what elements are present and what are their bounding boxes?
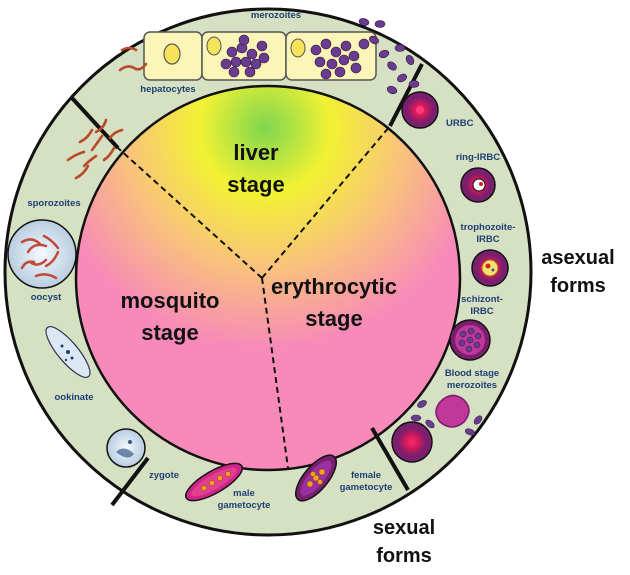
blood-stage-merozoites-label: Blood stage	[445, 368, 499, 379]
ookinate-label: ookinate	[54, 392, 93, 403]
liver-stage-label-2: stage	[227, 172, 284, 197]
hepatocytes-label: hepatocytes	[140, 84, 195, 95]
erythrocytic-stage-label: erythrocytic	[271, 274, 397, 299]
urbc-cell	[401, 91, 439, 129]
trophozoite-irbc-cell	[471, 249, 509, 287]
ring-irbc-label: ring-IRBC	[456, 152, 500, 163]
divider-liver-erythrocytic	[261, 125, 391, 279]
center-circle	[74, 84, 462, 472]
ring-separator-2	[388, 63, 424, 127]
merozoites-label: merozoites	[251, 10, 301, 21]
schizont-irbc-label: schizont-	[461, 294, 503, 305]
blood-stage-merozoites-illustration	[391, 394, 483, 463]
female-gametocyte-label-2: gametocyte	[340, 482, 393, 493]
ring-separator-4	[110, 456, 150, 507]
mosquito-stage-label: mosquito	[121, 288, 220, 313]
zygote-label: zygote	[149, 470, 179, 481]
trophozoite-irbc-label: trophozoite-	[461, 222, 516, 233]
asexual-forms-label-2: forms	[550, 275, 606, 297]
liver-stage-label: liver	[233, 140, 279, 165]
ookinate-cell	[45, 326, 91, 378]
oocyst-cell	[7, 219, 77, 289]
urbc-label: URBC	[446, 118, 474, 129]
female-gametocyte-label: female	[351, 470, 381, 481]
ring-separator-3	[370, 426, 410, 492]
asexual-forms-label: asexual	[541, 247, 614, 269]
blood-stage-merozoites-label-2: merozoites	[447, 380, 497, 391]
oocyst-label: oocyst	[31, 292, 62, 303]
sexual-forms-label: sexual	[373, 517, 435, 539]
male-gametocyte-label: male	[233, 488, 255, 499]
mosquito-stage-label-2: stage	[141, 320, 198, 345]
divider-liver-mosquito	[117, 147, 263, 279]
schizont-irbc-cell	[449, 319, 491, 361]
sporozoites-label: sporozoites	[27, 198, 80, 209]
hepatocytes-illustration	[118, 18, 420, 95]
erythrocytic-stage-label-2: stage	[305, 306, 362, 331]
sporozoites-illustration	[66, 118, 124, 180]
male-gametocyte-label-2: gametocyte	[218, 500, 271, 511]
sexual-forms-label-2: forms	[376, 545, 432, 567]
ring-irbc-cell	[460, 167, 496, 203]
trophozoite-irbc-label-2: IRBC	[476, 234, 499, 245]
female-gametocyte-cell	[295, 454, 337, 502]
male-gametocyte-cell	[184, 462, 244, 502]
divider-mosquito-erythrocytic	[261, 277, 289, 469]
zygote-cell	[106, 428, 146, 468]
ring-separator-1	[70, 96, 120, 150]
schizont-irbc-label-2: IRBC	[470, 306, 493, 317]
